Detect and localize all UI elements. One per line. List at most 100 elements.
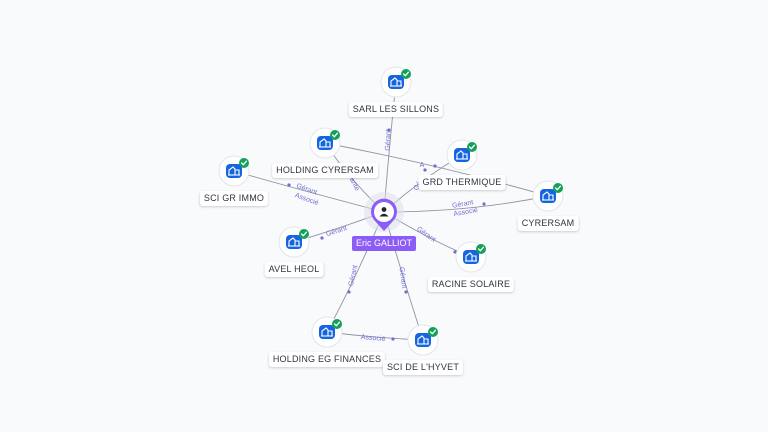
building-shape — [295, 240, 300, 246]
building-shape — [472, 255, 477, 261]
company-label[interactable]: GRD THERMIQUE — [418, 175, 506, 190]
building-icon — [319, 138, 331, 148]
check-badge — [467, 142, 477, 152]
edge-arrow — [387, 128, 391, 132]
check-icon — [299, 229, 309, 239]
company-node-sci-gr-immo[interactable] — [218, 155, 250, 187]
building-shape — [235, 169, 240, 175]
building-icon — [456, 150, 468, 160]
building-shape — [549, 194, 554, 200]
edge-label: Associé — [453, 207, 478, 218]
check-badge — [428, 327, 438, 337]
person-pin-inner — [374, 202, 394, 222]
company-node-sci-de-lhyvet[interactable] — [407, 324, 439, 356]
edge-label: Associé — [361, 334, 386, 343]
edge-arrow — [320, 236, 324, 240]
building-icon — [321, 327, 333, 337]
person-node[interactable] — [364, 192, 404, 232]
check-icon — [553, 183, 563, 193]
company-icon-tile — [415, 333, 431, 347]
company-icon-tile — [454, 148, 470, 162]
company-label[interactable]: RACINE SOLAIRE — [427, 277, 515, 292]
person-head — [381, 207, 387, 212]
company-node-racine-solaire[interactable] — [455, 241, 487, 273]
company-node-holding-cyrersam[interactable] — [309, 127, 341, 159]
company-node-sarl-les-sillons[interactable] — [380, 66, 412, 98]
building-shape — [463, 153, 468, 159]
check-icon — [330, 130, 340, 140]
edge-label: Gérant — [415, 226, 437, 244]
edge-arrow — [423, 168, 427, 172]
building-shape — [328, 330, 333, 336]
company-node-cyrersam[interactable] — [532, 180, 564, 212]
check-mark — [477, 246, 485, 252]
check-mark — [429, 329, 437, 335]
check-badge — [401, 69, 411, 79]
building-icon — [417, 335, 429, 345]
check-icon — [332, 319, 342, 329]
check-mark — [240, 160, 248, 166]
edge-arrow — [404, 290, 408, 294]
company-label[interactable]: AVEL HEOL — [264, 262, 324, 277]
company-icon-tile — [317, 136, 333, 150]
person-body — [379, 213, 389, 217]
company-label[interactable]: SARL LES SILLONS — [348, 102, 444, 117]
check-icon — [401, 69, 411, 79]
company-label[interactable]: HOLDING CYRERSAM — [272, 163, 378, 178]
building-shape — [326, 141, 331, 147]
edge-arrow — [287, 183, 291, 187]
check-mark — [402, 71, 410, 77]
company-icon-tile — [226, 164, 242, 178]
nodes-layer — [218, 66, 564, 356]
company-node-avel-heol[interactable] — [278, 226, 310, 258]
person-name-label[interactable]: Eric GALLIOT — [351, 236, 417, 251]
check-mark — [468, 144, 476, 150]
edge-arrow — [433, 164, 437, 168]
building-icon — [390, 77, 402, 87]
building-shape — [424, 338, 429, 344]
check-icon — [476, 244, 486, 254]
edge-label: A — [420, 162, 425, 169]
company-node-holding-eg-finances[interactable] — [311, 316, 343, 348]
edge-arrow — [482, 202, 486, 206]
company-node-grd-thermique[interactable] — [446, 139, 478, 171]
person-icon — [379, 207, 389, 217]
building-icon — [465, 252, 477, 262]
company-label[interactable]: SCI GR IMMO — [199, 191, 269, 206]
edge-label: Gérant — [325, 225, 348, 238]
company-icon-tile — [463, 250, 479, 264]
check-mark — [331, 132, 339, 138]
building-icon — [228, 166, 240, 176]
check-badge — [299, 229, 309, 239]
edge-label: Gérant — [452, 199, 474, 210]
building-icon — [542, 191, 554, 201]
company-icon-tile — [540, 189, 556, 203]
check-icon — [467, 142, 477, 152]
check-badge — [239, 158, 249, 168]
edge-arrow — [453, 250, 457, 254]
check-badge — [476, 244, 486, 254]
edge-label: Gérant — [385, 129, 393, 151]
check-badge — [330, 130, 340, 140]
company-label[interactable]: SCI DE L'HYVET — [382, 360, 464, 375]
edge-label: Gérant — [348, 264, 359, 286]
company-icon-tile — [286, 235, 302, 249]
check-mark — [300, 231, 308, 237]
edge-cyrersam: A — [324, 142, 549, 197]
company-label[interactable]: CYRERSAM — [517, 216, 579, 231]
company-icon-tile — [388, 75, 404, 89]
check-icon — [239, 158, 249, 168]
check-mark — [333, 321, 341, 327]
edge-line — [324, 142, 549, 197]
edge-arrow — [347, 290, 351, 294]
edge-label: Gérant — [398, 267, 408, 289]
company-label[interactable]: HOLDING EG FINANCES — [268, 352, 386, 367]
check-badge — [553, 183, 563, 193]
check-icon — [428, 327, 438, 337]
company-icon-tile — [319, 325, 335, 339]
edge-arrow — [391, 337, 395, 341]
check-mark — [554, 185, 562, 191]
check-badge — [332, 319, 342, 329]
